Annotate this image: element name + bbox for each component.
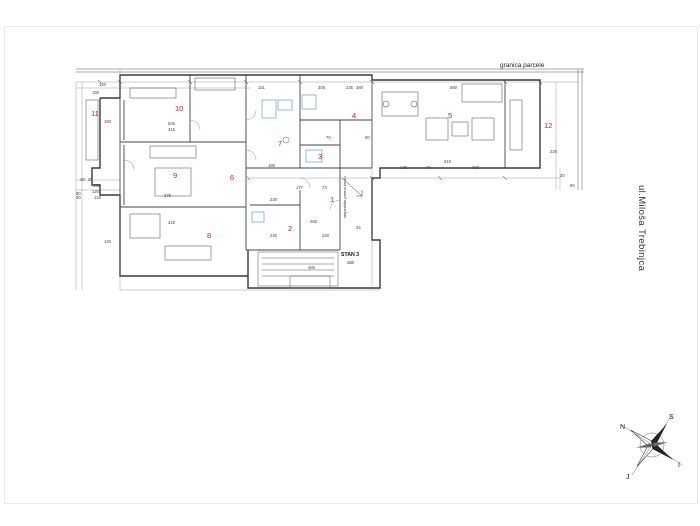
dim-top-6: 305	[318, 85, 325, 90]
dim-top-5: 151	[258, 85, 265, 90]
dim-left-5: 90	[76, 191, 81, 196]
street-name-label: ul.Miloša Trebinjca	[636, 185, 647, 272]
bathroom-fixtures	[251, 94, 323, 223]
entrance-stairs	[257, 251, 339, 289]
dim-low-3: 220	[270, 233, 277, 238]
dim-low-1: 375	[164, 193, 171, 198]
dim-low-5: 220	[322, 233, 329, 238]
dim-mid-3: 177	[296, 185, 303, 190]
dimension-lines	[75, 70, 578, 291]
dim-mid-4: 74	[322, 185, 327, 190]
dim-mid-8: 40	[426, 165, 431, 170]
drawing-frame	[4, 26, 698, 504]
room-number-10: 10	[175, 104, 184, 113]
dim-mid-2: 230	[270, 197, 277, 202]
dim-left-1: 40	[80, 177, 85, 182]
stair-note: stepenište prema krovu	[342, 176, 347, 218]
room-number-2: 2	[288, 224, 293, 233]
dim-mid-7: 175	[400, 165, 407, 170]
room-number-8: 8	[207, 231, 212, 240]
dimension-ticks	[97, 79, 543, 181]
dim-top-4: 505	[168, 121, 175, 126]
dim-mid-1: 180	[268, 163, 275, 168]
dim-mid-9: 610	[444, 159, 451, 164]
dim-low-6: 45	[356, 225, 361, 230]
apartment-dimension: 160	[347, 260, 354, 265]
dim-left-8: 120	[104, 239, 111, 244]
dim-right-3: 20	[560, 173, 565, 178]
compass-letter-s: S	[669, 414, 674, 421]
compass-letter-j: J	[626, 474, 630, 481]
dim-left-9: 150	[104, 119, 111, 124]
room-number-5: 5	[448, 111, 453, 120]
dim-left-4: 120	[92, 189, 99, 194]
parcel-boundary-label: granica parcele	[500, 62, 545, 69]
room-number-1: 1	[330, 195, 335, 204]
room-number-3: 3	[318, 152, 323, 161]
room-number-7: 7	[278, 139, 283, 148]
door-swings	[123, 109, 341, 211]
dim-top-8: 235	[346, 85, 353, 90]
roof-stair-arrow	[341, 177, 363, 197]
living-room-furniture	[381, 83, 523, 151]
room-number-4: 4	[352, 111, 357, 120]
compass-letter-n: N	[620, 424, 626, 431]
dim-low-2: 415	[168, 220, 175, 225]
dim-top-7: 380	[356, 85, 363, 90]
dim-mid-5: 70	[326, 135, 331, 140]
bedroom-furniture	[85, 77, 236, 261]
room-number-6: 6	[230, 173, 235, 182]
dim-low-7: 485	[308, 265, 315, 270]
dim-top-9: 580	[450, 85, 457, 90]
compass-rose	[621, 414, 683, 476]
dim-mid-10: 330	[472, 165, 479, 170]
dim-top-3: 415	[168, 127, 175, 132]
dim-left-6: 30	[76, 195, 81, 200]
compass-letter-i: I	[678, 462, 680, 469]
dim-left-7: 120	[94, 195, 101, 200]
dim-right-1: 220	[550, 149, 557, 154]
dim-mid-6: 60	[365, 135, 370, 140]
room-number-9: 9	[173, 171, 178, 180]
dim-right-2: 90	[570, 183, 575, 188]
apartment-label: STAN 3	[341, 252, 360, 258]
dim-top-1: 120	[99, 82, 106, 87]
room-number-12: 12	[544, 121, 553, 130]
dim-left-3: 150	[93, 183, 100, 188]
dim-low-4: 265	[310, 219, 317, 224]
room-number-11: 11	[91, 109, 99, 118]
dim-left-2: 20	[88, 177, 93, 182]
dim-top-2: 150	[92, 90, 99, 95]
parcel-boundary	[76, 68, 584, 190]
